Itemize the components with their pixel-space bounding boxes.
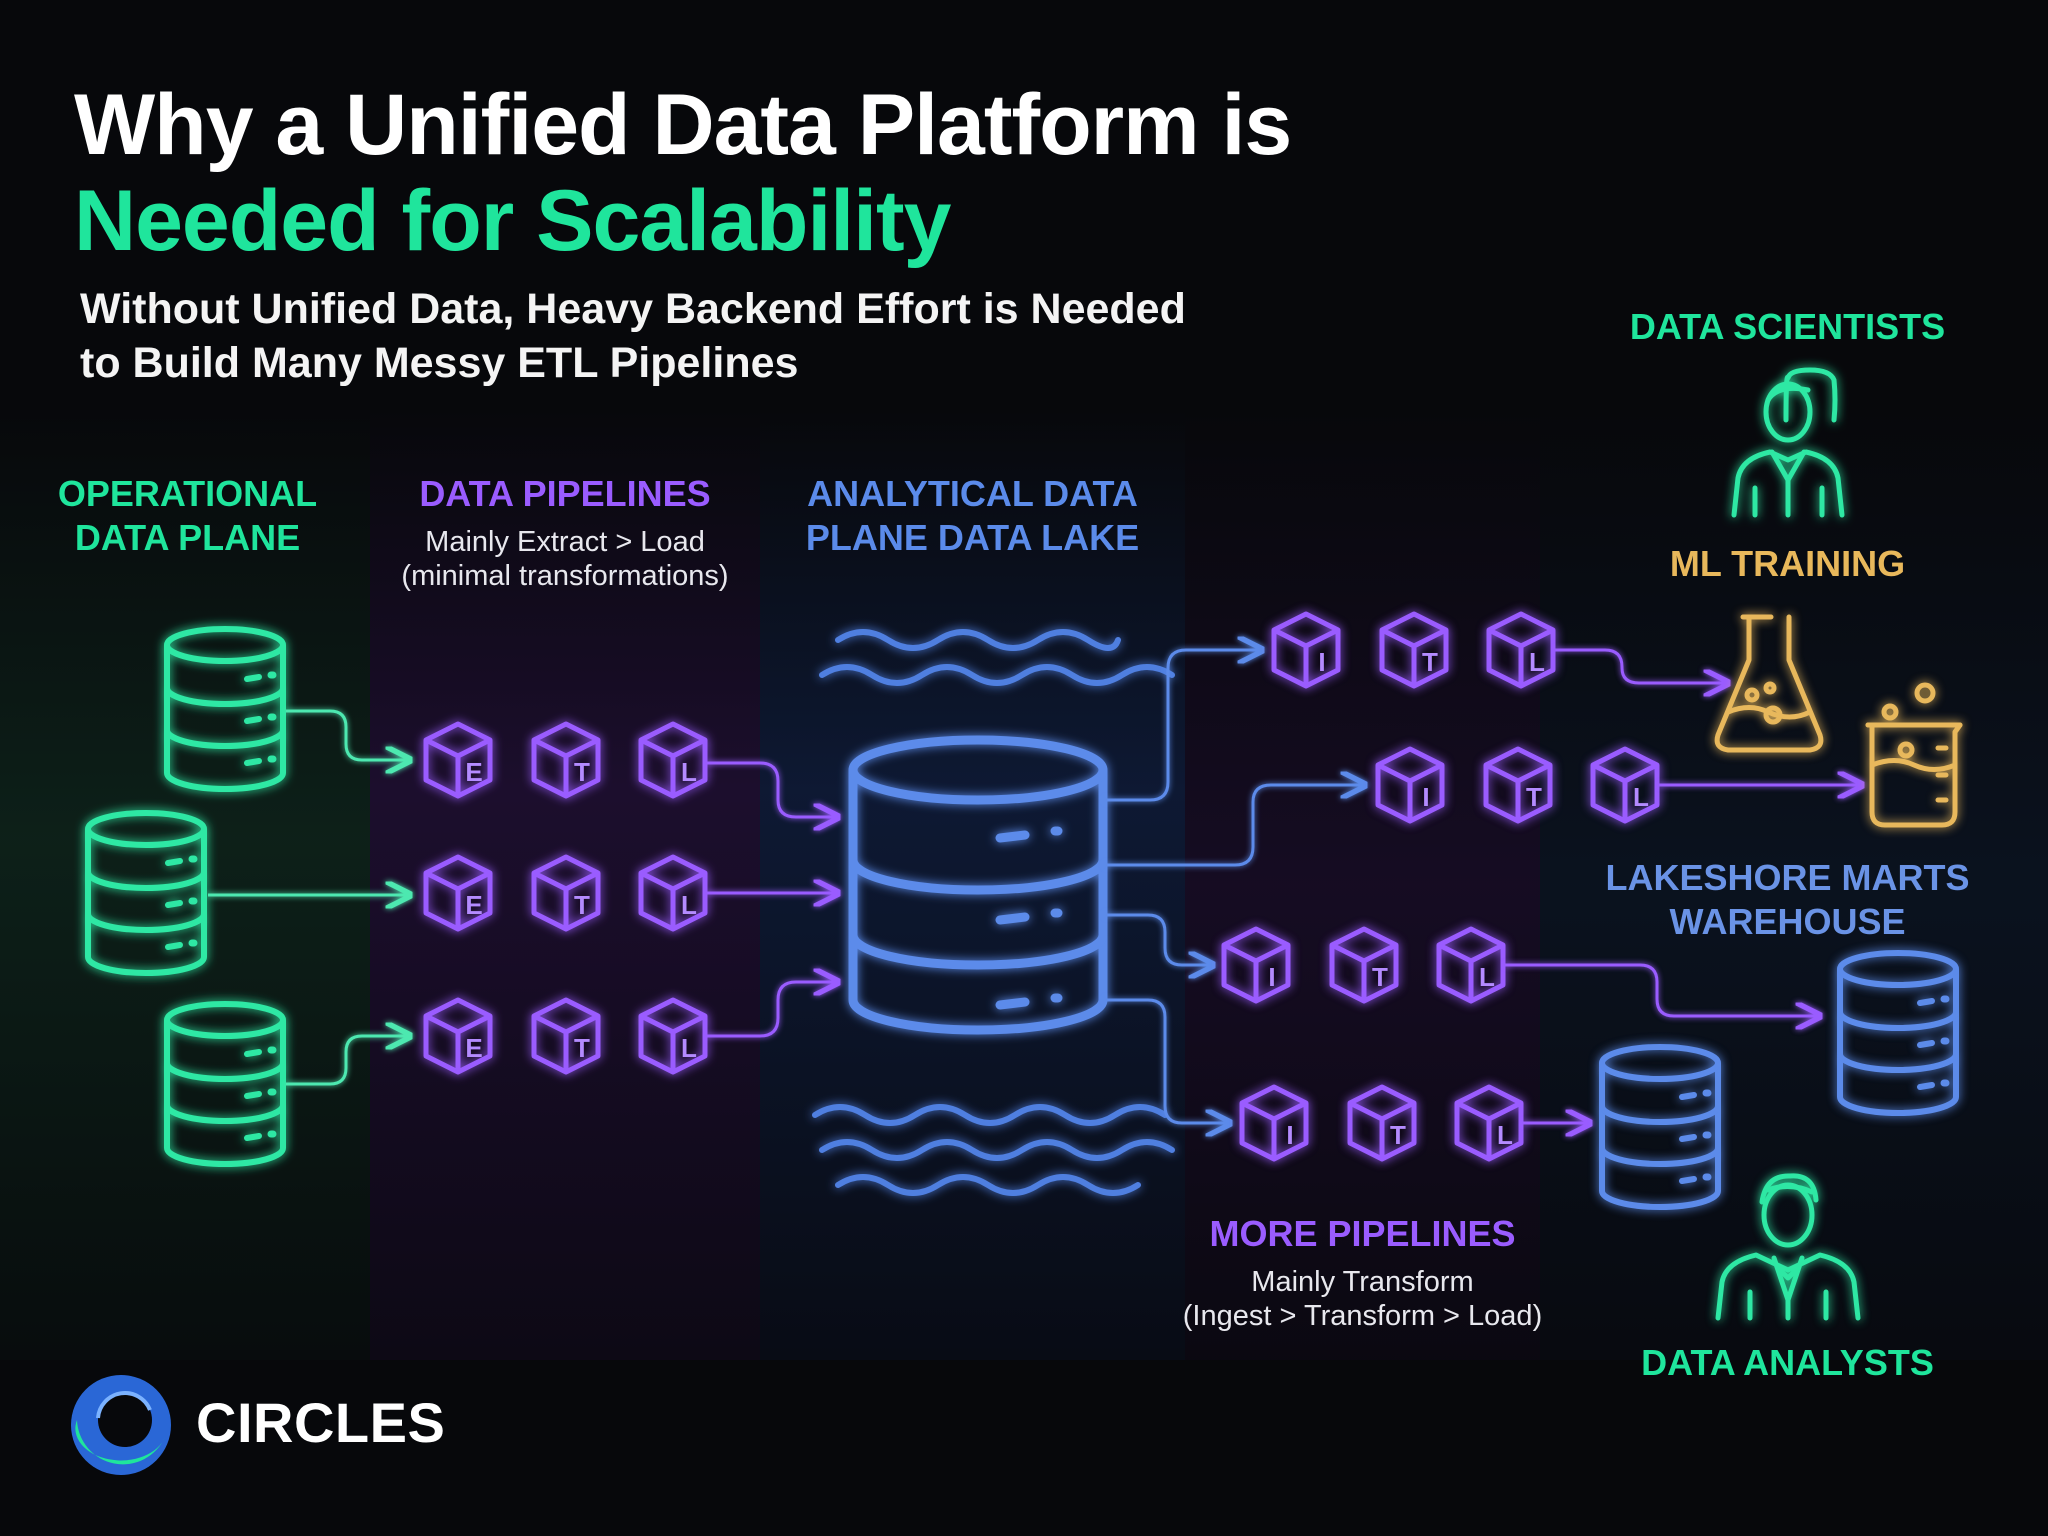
cube-letter: I [1422,782,1429,812]
operational-db-1-icon [167,629,283,789]
lake-out-arrows [1105,650,1365,1123]
cube-letter: T [1372,962,1388,992]
more-pipelines-label: MORE PIPELINES [1209,1213,1516,1254]
cube-letter: L [1529,647,1545,677]
itl-letters-right: I T L I T L I T L I T L [1268,647,1649,1150]
cube-ingest-icon [1242,1087,1306,1159]
lake-label: ANALYTICAL DATA PLANE DATA LAKE [770,472,1175,560]
circles-logo-icon [71,1375,171,1475]
ml-training-label: ML TRAINING [1669,543,1906,584]
cube-letter: L [1497,1120,1513,1150]
subtitle-line2: to Build Many Messy ETL Pipelines [80,339,799,387]
warehouse-database-icon [1602,1047,1718,1207]
lake-label-line2: PLANE DATA LAKE [805,517,1140,558]
lake-label-line1: ANALYTICAL DATA [807,473,1138,514]
lake-out-arrow-4 [1105,998,1230,1123]
cube-letter: T [574,1033,590,1063]
brand-name: CIRCLES [196,1391,446,1454]
operational-label-line1: OPERATIONAL [57,473,318,514]
wave-bottom-2 [819,1139,1175,1161]
etl-letters-left: E T L E T L E T L [465,757,697,1063]
cube-letter: L [681,1033,697,1063]
cube-letter: L [1633,782,1649,812]
operational-arrow-3 [286,1036,410,1086]
more-pipelines-note: Mainly Transform (Ingest > Transform > L… [1150,1265,1575,1333]
operational-arrows [208,709,410,1086]
flask-icon [1714,614,1824,753]
itl-row-1 [1274,614,1553,686]
cube-letter: T [1390,1120,1406,1150]
cube-letter: T [574,757,590,787]
pipelines-note-line1: Mainly Extract > Load [425,526,705,558]
itl-row-4 [1242,1087,1521,1159]
cube-letter: E [465,1033,482,1063]
marts-database-icon [1840,953,1956,1113]
itl-pipelines-right [1224,614,1657,1159]
pipelines-note-line2: (minimal transformations) [401,560,729,592]
cube-letter: T [1422,647,1438,677]
cube-letter: E [465,890,482,920]
pipeline-to-lake-arrows [706,761,838,1038]
marts-label-line2: WAREHOUSE [1669,901,1906,942]
pipelines-label: DATA PIPELINES [419,473,711,514]
arrow-to-ml-training [1555,648,1728,683]
data-analysts-label: DATA ANALYSTS [1641,1342,1934,1383]
pipeline-arrow-1 [706,761,838,817]
cube-letter: I [1318,647,1325,677]
page-title-line2: Needed for Scalability [74,173,952,269]
arrow-to-marts [1505,963,1820,1016]
cube-letter: E [465,757,482,787]
more-pipelines-zone-band [1185,410,1540,1360]
itl-row-2 [1378,749,1657,821]
operational-db-3-icon [167,1004,283,1164]
wave-bottom-1 [812,1104,1168,1126]
data-analyst-icon [1715,1173,1861,1321]
page-title-line1: Why a Unified Data Platform is [74,77,1292,173]
wave-bottom-3 [835,1174,1141,1196]
more-pipelines-note-line1: Mainly Transform [1251,1266,1474,1298]
cube-letter: I [1268,962,1275,992]
data-lake-database-icon [848,735,1108,1035]
lake-out-arrow-2 [1105,785,1365,867]
marts-label-line1: LAKESHORE MARTS [1605,857,1970,898]
cube-letter: L [1479,962,1495,992]
marts-warehouse-label: LAKESHORE MARTS WAREHOUSE [1560,856,2015,944]
operational-label-line2: DATA PLANE [74,517,301,558]
itl-row-3 [1224,929,1503,1001]
more-pipelines-note-line2: (Ingest > Transform > Load) [1182,1300,1543,1332]
pipelines-note: Mainly Extract > Load (minimal transform… [370,525,760,593]
lake-out-arrow-1 [1105,650,1262,802]
cube-letter: I [1286,1120,1293,1150]
cube-letter: T [574,890,590,920]
cube-ingest-icon [1378,749,1442,821]
pipeline-arrow-3 [706,982,838,1038]
cube-ingest-icon [1224,929,1288,1001]
data-scientists-label: DATA SCIENTISTS [1629,306,1946,347]
cube-letter: L [681,890,697,920]
cube-letter: T [1526,782,1542,812]
consumer-arrows [1505,648,1862,1123]
operational-label: OPERATIONAL DATA PLANE [30,472,345,560]
lake-waves [812,629,1175,1196]
cube-letter: L [681,757,697,787]
operational-db-2-icon [88,813,204,973]
operational-arrow-1 [286,709,410,760]
wave-top-2 [819,664,1175,686]
data-scientist-icon [1731,367,1845,518]
beaker-icon [1865,682,1963,828]
subtitle-line1: Without Unified Data, Heavy Backend Effo… [80,285,1186,333]
cube-ingest-icon [1274,614,1338,686]
lake-out-arrow-3 [1105,913,1213,965]
pipelines-zone-band [370,410,760,1360]
wave-top-1 [835,629,1121,651]
